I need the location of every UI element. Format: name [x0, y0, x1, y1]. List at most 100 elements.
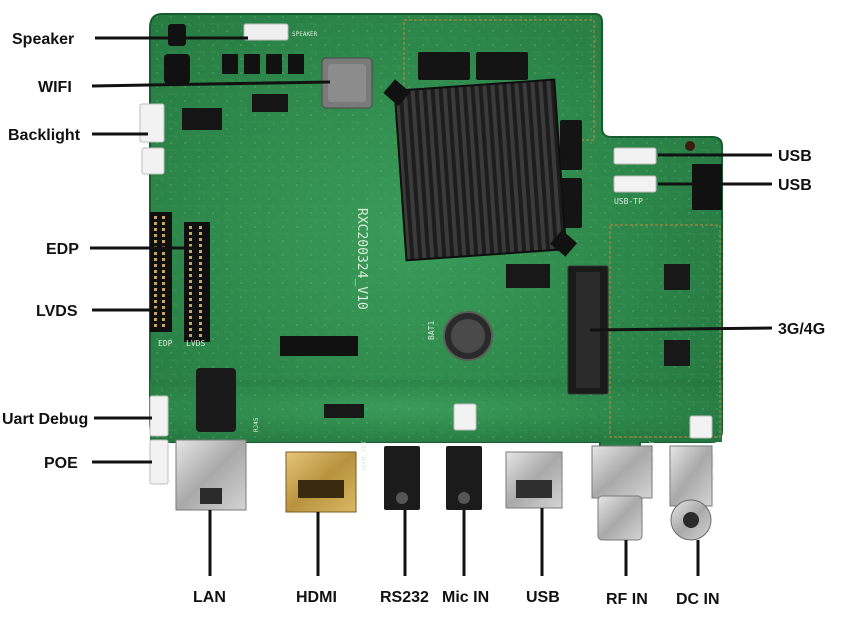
header-pin: [189, 250, 192, 253]
header-pin: [162, 258, 165, 261]
label-edp: EDP: [46, 241, 79, 258]
header-pin: [154, 318, 157, 321]
header-pin: [154, 222, 157, 225]
header-pin: [189, 256, 192, 259]
label-modem: 3G/4G: [778, 321, 825, 338]
label-rs232: RS232: [380, 589, 429, 606]
label-poe: POE: [44, 455, 78, 472]
header-pin: [154, 300, 157, 303]
label-speaker: Speaker: [12, 31, 74, 48]
header-pin: [189, 274, 192, 277]
header-pin: [199, 322, 202, 325]
header-pin: [154, 276, 157, 279]
label-lan: LAN: [193, 589, 226, 606]
lan-port-opening: [200, 488, 222, 504]
header-pin: [154, 282, 157, 285]
silk-edp: EDP: [158, 339, 173, 348]
backlight-connector-2: [141, 147, 165, 175]
leader-lines: [90, 36, 773, 576]
silk-bat: BAT1: [427, 321, 436, 340]
uart-debug-connector: [149, 395, 169, 437]
hdmi-port-opening: [298, 480, 344, 498]
header-pin: [199, 316, 202, 319]
header-pin: [162, 324, 165, 327]
header-pin: [162, 240, 165, 243]
coin-battery-cell: [451, 319, 485, 353]
silk-speaker: SPEAKER: [292, 31, 318, 38]
header-pin: [154, 264, 157, 267]
usb-top-connector-1: [613, 147, 657, 165]
label-wifi: WIFI: [38, 79, 72, 96]
header-pin: [162, 294, 165, 297]
header-pin: [189, 286, 192, 289]
header-pin: [199, 274, 202, 277]
label-rf-in: RF IN: [606, 591, 648, 608]
header-pin: [199, 250, 202, 253]
header-pin: [199, 292, 202, 295]
label-lvds: LVDS: [36, 303, 78, 320]
smd-chip: [252, 94, 288, 112]
header-pin: [154, 324, 157, 327]
header-pin: [189, 310, 192, 313]
header-pin: [162, 252, 165, 255]
header-pin: [154, 228, 157, 231]
lvds-header: [184, 222, 210, 342]
header-pin: [189, 328, 192, 331]
capacitor-black: [164, 54, 190, 84]
silk-hdmi: HDMI_OUT: [361, 441, 368, 470]
header-pin: [189, 304, 192, 307]
label-usb-bottom: USB: [526, 589, 560, 606]
rs232-jack-hole: [396, 492, 408, 504]
header-pin: [162, 282, 165, 285]
smd-chip: [288, 54, 304, 74]
rf-port-body: [591, 445, 653, 499]
label-usb-top2: USB: [778, 177, 812, 194]
header-pin: [189, 316, 192, 319]
ram-chip: [560, 178, 582, 228]
header-pin: [199, 244, 202, 247]
header-pin: [199, 310, 202, 313]
label-usb-top1: USB: [778, 148, 812, 165]
header-pin: [162, 318, 165, 321]
label-hdmi: HDMI: [296, 589, 337, 606]
header-pin: [162, 216, 165, 219]
header-pin: [189, 292, 192, 295]
header-pin: [199, 334, 202, 337]
header-pin: [162, 306, 165, 309]
header-pin: [162, 276, 165, 279]
dc-jack-body: [669, 445, 713, 507]
smd-chip: [182, 108, 222, 130]
label-backlight: Backlight: [8, 127, 81, 144]
header-pin: [154, 240, 157, 243]
header-pin: [189, 298, 192, 301]
jst-connector: [689, 415, 713, 439]
jst-connector: [453, 403, 477, 431]
header-pin: [154, 294, 157, 297]
silk-lvds: LVDS: [186, 339, 205, 348]
header-pin: [189, 280, 192, 283]
header-pin: [162, 234, 165, 237]
header-pin: [189, 262, 192, 265]
header-pin: [199, 226, 202, 229]
silk-model: RXC200324_V10: [354, 208, 369, 310]
smd-chip: [266, 54, 282, 74]
silk-usb-tp: USB-TP: [614, 197, 643, 206]
header-pin: [162, 288, 165, 291]
ram-chip: [418, 52, 470, 80]
header-pin: [199, 268, 202, 271]
smd-chip: [506, 264, 550, 288]
mic-jack-hole: [458, 492, 470, 504]
label-mic-in: Mic IN: [442, 589, 489, 606]
cpu-heatsink: [383, 78, 578, 262]
transformer: [196, 368, 236, 432]
label-dc-in: DC IN: [676, 591, 720, 608]
label-uart-debug: Uart Debug: [2, 411, 88, 428]
header-pin: [162, 222, 165, 225]
header-pin: [199, 232, 202, 235]
capacitor-black: [168, 24, 186, 46]
header-pin: [154, 258, 157, 261]
header-pin: [162, 300, 165, 303]
header-pin: [154, 216, 157, 219]
backlight-connector-1: [139, 103, 165, 143]
